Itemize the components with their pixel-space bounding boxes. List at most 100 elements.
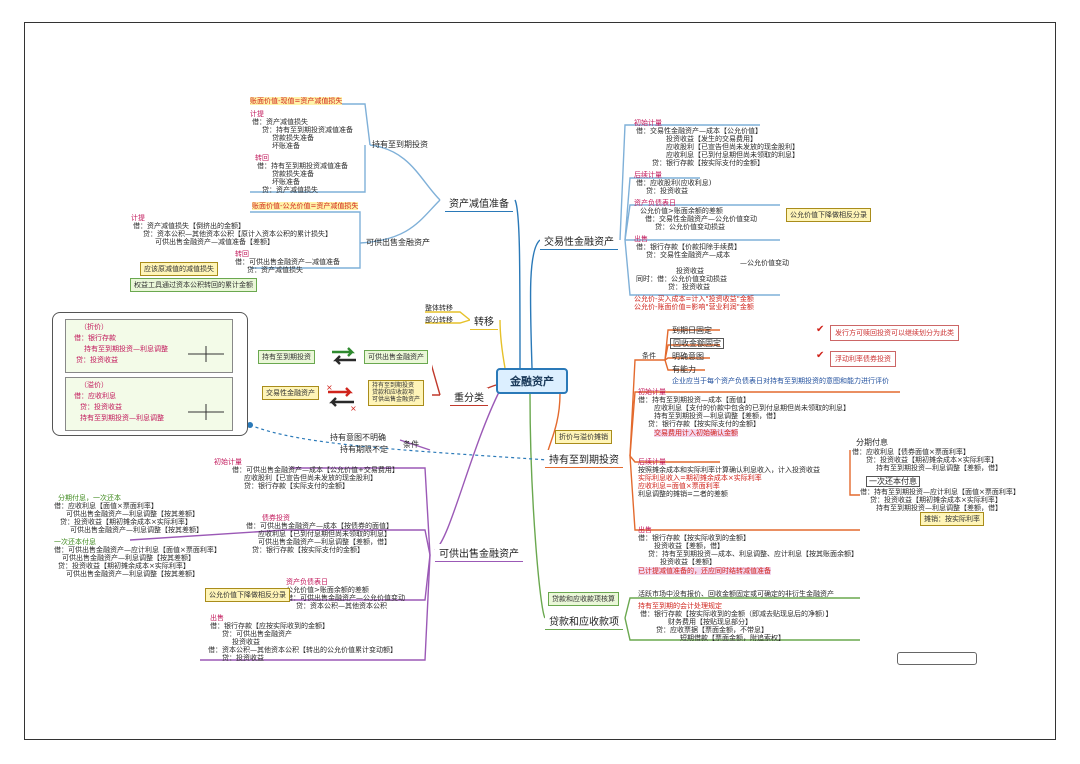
reclass-row-2: 交易性金融资产 × × 持有至到期投资 贷款和应收款项 可供出售金融资产 [262, 380, 432, 416]
htm-later-3: 应收利息=面值×票面利率 [638, 482, 720, 490]
reclass-to-afs: 可供出售金融资产 [364, 350, 428, 364]
afs-init-title: 初始计量 [214, 458, 242, 466]
reclass-swap-icon [330, 346, 358, 366]
afs-debt-title: 债券投资 [262, 514, 290, 522]
branch-reclass[interactable]: 重分类 [450, 388, 488, 406]
afs-fv-2: 借：可供出售金融资产—公允价值变动 [286, 594, 405, 602]
impairment-htm-accrue-3: 贷款损失准备 [272, 134, 314, 142]
afs-debt-2: 应收利息【已到付息期但尚未领取的利息】 [258, 530, 391, 538]
trading-later-2: 贷：投资收益 [646, 187, 688, 195]
check-icon-2: ✔ [816, 350, 825, 361]
reclass-from-trading: 交易性金融资产 [262, 386, 319, 400]
htm-init-title: 初始计量 [638, 388, 666, 396]
afs-debt-4: 贷：银行存款【按实际支付的金额】 [252, 546, 364, 554]
afs-annual-3: 贷：投资收益【期初摊余成本×实际利率】 [60, 518, 192, 526]
trading-sale-1: 借：银行存款【价款扣除手续费】 [636, 243, 741, 251]
trading-formula-1: 公允价-买入成本=计入"投资收益"金额 [634, 295, 754, 303]
svg-text:×: × [350, 404, 357, 412]
impairment-htm-label: 持有至到期投资 [372, 140, 428, 149]
panel2-title: （溢价） [80, 381, 108, 389]
trading-sale-5: 同时：借：公允价值变动损益 [636, 275, 727, 283]
afs-debt-3: 可供出售金融资产—利息调整【差额，借】 [258, 538, 391, 546]
trading-init-1: 借：交易性金融资产—成本【公允价值】 [636, 127, 762, 135]
branch-afs[interactable]: 可供出售金融资产 [435, 544, 523, 562]
htm-later-2: 实际利息收入=期初摊余成本×实际利率 [638, 474, 762, 482]
trading-init-5: 贷：银行存款【按实际支付的金额】 [652, 159, 764, 167]
afs-sale-5: 贷：投资收益 [222, 654, 264, 662]
afs-sale-3: 投资收益 [232, 638, 260, 646]
impairment-afs-accrue-3: 可供出售金融资产—减值准备【差额】 [155, 238, 274, 246]
htm-once-2: 贷：投资收益【期初摊余成本×实际利率】 [870, 496, 1002, 504]
panel1-t-account [188, 346, 224, 362]
trading-sale-4: 投资收益 [676, 267, 704, 275]
htm-sale-3: 贷：持有至到期投资—成本、利息调整、应计利息【按其账面余额】 [648, 550, 858, 558]
htm-once-title: 一次还本付息 [866, 476, 920, 488]
reclass-no-swap-icon: × × [324, 382, 358, 413]
branch-trading[interactable]: 交易性金融资产 [540, 232, 618, 250]
afs-annual-2: 可供出售金融资产—利息调整【按其差额】 [66, 510, 199, 518]
impairment-afs-accrue-1: 借：资产减值损失【倒挤出的金额】 [133, 222, 245, 230]
panel2-line3: 持有至到期投资—利息调整 [80, 414, 164, 422]
htm-later-1: 按照摊余成本和实际利率计算确认利息收入，计入投资收益 [638, 466, 820, 474]
trading-fv-title: 资产负债表日 [634, 199, 676, 207]
page-frame [24, 22, 1056, 740]
htm-cond-4: 有能力 [672, 365, 696, 374]
afs-once-4: 可供出售金融资产—利息调整【按其差额】 [66, 570, 199, 578]
htm-later-title: 后续计量 [638, 458, 666, 466]
afs-annual-title: 分期付息，一次还本 [58, 494, 121, 502]
branch-loans[interactable]: 贷款和应收款项 [545, 612, 623, 630]
afs-cond-2: 条件 [403, 440, 419, 449]
impairment-htm-reverse-2: 贷款损失准备 [272, 170, 314, 178]
svg-text:×: × [326, 383, 333, 392]
htm-annual-3: 持有至到期投资—利息调整【差额，借】 [876, 464, 1002, 472]
branch-transfer[interactable]: 转移 [470, 312, 498, 330]
trading-sale-6: 贷：投资收益 [668, 283, 710, 291]
htm-cond-2: 回收金额固定 [670, 338, 724, 350]
afs-fv-tag: 公允价值下降做相反分录 [205, 588, 290, 602]
htm-badge-1: 发行方可赎回投资可以继续划分为此类 [830, 325, 959, 341]
afs-sale-1: 借：银行存款【应按实际收到的金额】 [210, 622, 329, 630]
trading-init-4: 应收利息【已到付息期但尚未领取的利息】 [666, 151, 799, 159]
branch-impairment[interactable]: 资产减值准备 [445, 194, 513, 212]
panel2-line1: 借：应收利息 [74, 392, 116, 400]
htm-annual-title: 分期付息 [856, 438, 888, 447]
htm-sale-1: 借：银行存款【按实际收到的金额】 [638, 534, 750, 542]
panel1-title: （折价） [80, 323, 108, 331]
loans-line-1: 活跃市场中没有报价、回收金额固定或可确定的非衍生金融资产 [638, 590, 834, 598]
htm-cond-1: 到期日固定 [672, 326, 712, 335]
root-node-financial-assets[interactable]: 金融资产 [496, 368, 568, 394]
trading-init-title: 初始计量 [634, 119, 662, 127]
impairment-afs-reverse-title: 转回 [235, 250, 249, 258]
impairment-htm-reverse-1: 借：持有至到期投资减值准备 [257, 162, 348, 170]
impairment-afs-reverse-1: 借：可供出售金融资产—减值准备 [235, 258, 340, 266]
htm-sale-title: 出售 [638, 526, 652, 534]
htm-later-4: 利息调整的摊销=二者的差额 [638, 490, 728, 498]
trading-later-1: 借：应收股利(应收利息) [636, 179, 712, 187]
impairment-afs-reverse-2: 贷：资产减值损失 [247, 266, 303, 274]
impairment-htm-accrue-1: 借：资产减值损失 [252, 118, 308, 126]
htm-tag: 折价与溢价摊销 [555, 430, 612, 444]
loans-line-6: 短期借款【票面金额，附追索权】 [680, 634, 785, 642]
impairment-htm-accrue-4: 坏账准备 [272, 142, 300, 150]
htm-cond-note: 企业应当于每个资产负债表日对持有至到期投资的意图和能力进行评价 [672, 377, 889, 385]
panel2-t-account [188, 404, 224, 420]
branch-htm[interactable]: 持有至到期投资 [545, 450, 623, 468]
trading-fv-1: 公允价值>账面余额的差额 [640, 207, 723, 215]
transfer-item-whole: 整体转移 [425, 304, 453, 312]
htm-init-1: 借：持有至到期投资—成本【面值】 [638, 396, 750, 404]
htm-once-1: 借：持有至到期投资—应计利息【面值×票面利率】 [860, 488, 1020, 496]
reclass-from-htm: 持有至到期投资 [258, 350, 315, 364]
afs-once-1: 借：可供出售金融资产—应计利息【面值×票面利率】 [54, 546, 221, 554]
afs-fv-1: 公允价值>账面余额的差额 [286, 586, 369, 594]
reclass-row-1: 持有至到期投资 可供出售金融资产 [256, 340, 432, 372]
afs-init-3: 贷：银行存款【实际支付的金额】 [244, 482, 349, 490]
afs-cond-1: 持有意图不明确 [330, 433, 386, 442]
trading-sale-3: —公允价值变动 [740, 259, 789, 267]
afs-init-2: 应收股利【已宣告但尚未发放的现金股利】 [244, 474, 377, 482]
impairment-htm-accrue-2: 贷：持有至到期投资减值准备 [262, 126, 353, 134]
trading-sale-title: 出售 [634, 235, 648, 243]
htm-sale-note: 已计提减值准备的，还应同时结转减值准备 [638, 567, 771, 576]
afs-once-title: 一次还本付息 [54, 538, 96, 546]
htm-cond-3: 明确意图 [672, 352, 704, 361]
empty-note-box[interactable] [897, 652, 977, 665]
